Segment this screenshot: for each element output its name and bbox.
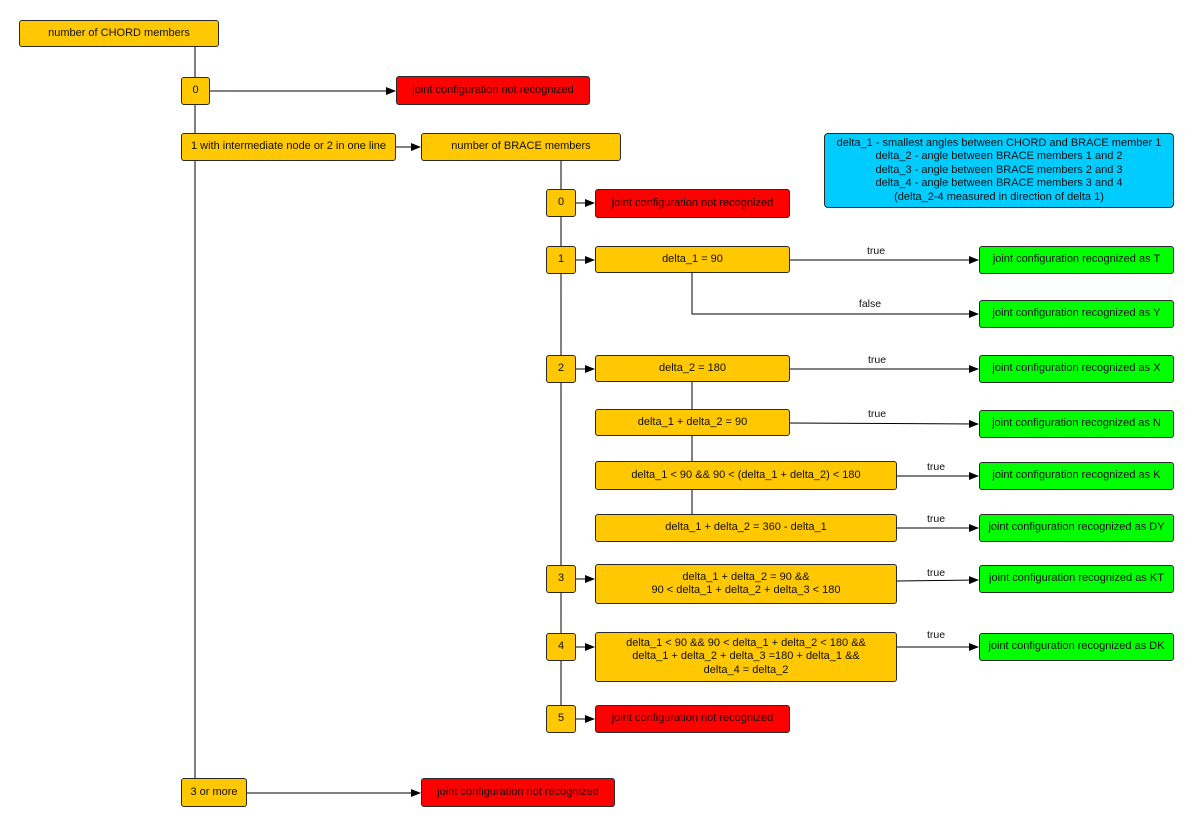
chord-root-node: number of CHORD members bbox=[19, 20, 219, 47]
condition-kt-node: delta_1 + delta_2 = 90 && 90 < delta_1 +… bbox=[595, 564, 897, 604]
edge-label-true: true bbox=[926, 461, 946, 473]
chord-0-not-recognized-node: joint configuration not recognized bbox=[396, 76, 590, 105]
chord-count-0-node: 0 bbox=[181, 77, 210, 105]
condition-sum-90-node: delta_1 + delta_2 = 90 bbox=[595, 409, 790, 436]
brace-count-1-node: 1 bbox=[546, 246, 576, 274]
condition-delta1-90-node: delta_1 = 90 bbox=[595, 246, 790, 273]
result-n-node: joint configuration recognized as N bbox=[979, 410, 1174, 438]
brace-0-not-recognized-node: joint configuration not recognized bbox=[595, 189, 790, 218]
result-dk-node: joint configuration recognized as DK bbox=[979, 633, 1174, 661]
legend-box: delta_1 - smallest angles between CHORD … bbox=[824, 133, 1174, 208]
chord-count-1-node: 1 with intermediate node or 2 in one lin… bbox=[181, 133, 396, 161]
edge-c3-true bbox=[896, 576, 979, 585]
brace-root-node: number of BRACE members bbox=[421, 133, 621, 161]
edge-label-true: true bbox=[926, 629, 946, 641]
edge-label-true: true bbox=[926, 567, 946, 579]
brace-count-5-node: 5 bbox=[546, 705, 576, 733]
condition-delta2-180-node: delta_2 = 180 bbox=[595, 355, 790, 382]
brace-count-4-node: 4 bbox=[546, 633, 576, 661]
edge-label-true: true bbox=[866, 245, 886, 257]
chord-3-not-recognized-node: joint configuration not recognized bbox=[421, 778, 615, 807]
edge-label-true: true bbox=[926, 513, 946, 525]
edge-label-true: true bbox=[867, 408, 887, 420]
brace-5-not-recognized-node: joint configuration not recognized bbox=[595, 705, 790, 733]
condition-dy-node: delta_1 + delta_2 = 360 - delta_1 bbox=[595, 514, 897, 542]
result-y-node: joint configuration recognized as Y bbox=[979, 300, 1174, 328]
result-t-node: joint configuration recognized as T bbox=[979, 246, 1174, 274]
brace-count-2-node: 2 bbox=[546, 355, 576, 383]
edge-label-false: false bbox=[858, 298, 882, 310]
edge-label-true: true bbox=[867, 354, 887, 366]
brace-count-0-node: 0 bbox=[546, 189, 576, 217]
condition-k-node: delta_1 < 90 && 90 < (delta_1 + delta_2)… bbox=[595, 461, 897, 490]
brace-count-3-node: 3 bbox=[546, 565, 576, 593]
result-x-node: joint configuration recognized as X bbox=[979, 355, 1174, 383]
chord-count-3-node: 3 or more bbox=[181, 778, 247, 807]
result-k-node: joint configuration recognized as K bbox=[979, 462, 1174, 490]
result-dy-node: joint configuration recognized as DY bbox=[979, 514, 1174, 542]
condition-dk-node: delta_1 < 90 && 90 < delta_1 + delta_2 <… bbox=[595, 632, 897, 682]
result-kt-node: joint configuration recognized as KT bbox=[979, 565, 1174, 593]
edge-c2b-true bbox=[789, 419, 979, 428]
edge-c1-false bbox=[691, 273, 979, 318]
